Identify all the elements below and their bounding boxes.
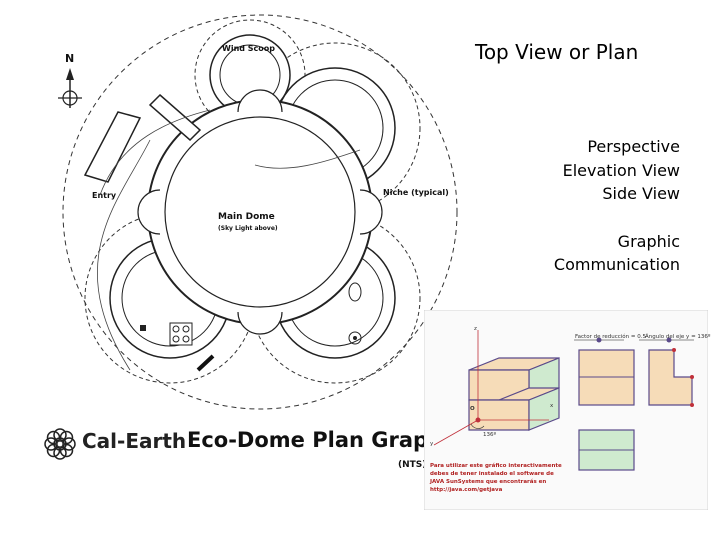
entry-corridor <box>83 111 142 183</box>
list-item: Graphic <box>617 231 680 251</box>
view-types-list: Perspective Elevation View Side View Gra… <box>520 135 680 277</box>
shower-drain <box>348 331 362 345</box>
stove <box>169 322 193 346</box>
niche-label: Niche (typical) <box>383 188 449 197</box>
factor-label: Factor de reducción = 0.5 <box>575 334 646 340</box>
outer-boundary-circle <box>62 14 458 410</box>
axis-z-label: z <box>474 326 477 332</box>
niche-west <box>137 189 161 235</box>
java-note: Para utilizar este gráfico interactivame… <box>430 463 562 493</box>
niche-south <box>237 311 283 335</box>
brand-name: Cal-Earth <box>82 429 187 453</box>
entry-label: Entry <box>92 191 117 200</box>
axis-x-label: x <box>550 403 554 409</box>
sky-light-label: (Sky Light above) <box>218 225 278 232</box>
angle-label: Ángulo del eje y = 136º <box>645 334 711 340</box>
niche-north <box>237 89 283 113</box>
north-arrow-icon <box>58 68 82 108</box>
origin-label: O <box>470 406 475 412</box>
north-label: N <box>65 52 75 65</box>
list-item: Elevation View <box>562 160 680 180</box>
door-mark <box>196 354 215 372</box>
eco-dome-plan-drawing <box>58 14 458 410</box>
cal-earth-logo-icon <box>44 428 76 460</box>
nts-label: (NTS) <box>398 460 427 470</box>
toilet <box>348 282 362 302</box>
isometric-block <box>468 357 560 431</box>
angle-value: 136º <box>483 432 497 438</box>
axis-y-label: y <box>430 441 434 447</box>
list-item: Perspective <box>587 137 680 156</box>
slide-title: Top View or Plan <box>475 40 639 64</box>
angle-slider-handle[interactable] <box>666 337 672 343</box>
niche-east <box>359 189 383 235</box>
wind-scoop-label: Wind Scoop <box>222 44 275 53</box>
factor-slider-handle[interactable] <box>596 337 602 343</box>
entry-passage <box>148 93 202 142</box>
list-item: Side View <box>602 184 680 203</box>
plan-title: Eco-Dome Plan Graph <box>187 428 443 452</box>
list-item: Communication <box>553 255 680 274</box>
projection-inset <box>424 310 708 510</box>
main-dome-label: Main Dome <box>218 212 275 222</box>
main-dome-inner-wall <box>164 116 356 308</box>
